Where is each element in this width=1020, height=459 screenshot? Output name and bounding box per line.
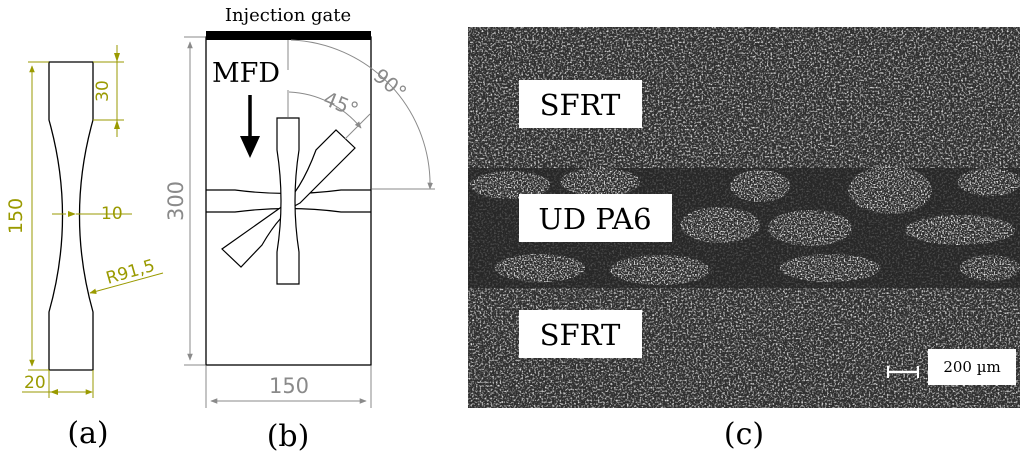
- plate-outline: [205, 36, 372, 366]
- layer-bottom-label: SFRT: [540, 318, 621, 352]
- caption-a: (a): [67, 416, 108, 451]
- mfd-label: MFD: [212, 58, 280, 89]
- panel-c: SFRT UD PA6 SFRT 200 µm (c): [468, 27, 1020, 452]
- layer-top-label: SFRT: [540, 88, 621, 122]
- dim-width-label: 10: [101, 204, 123, 224]
- fibre-bundles: [470, 166, 1020, 285]
- scale-label: 200 µm: [943, 358, 1000, 376]
- label-box-top: [519, 80, 642, 128]
- specimen-outline: [48, 61, 94, 371]
- caption-c: (c): [724, 417, 764, 452]
- dim-radius-label: R91,5: [104, 256, 157, 289]
- layer-mid-label: UD PA6: [538, 202, 651, 236]
- dim-radius-leader: [89, 272, 164, 295]
- injection-gate-bar: [206, 31, 371, 40]
- label-box-mid: [519, 194, 672, 242]
- dim-plate-width-label: 150: [269, 374, 309, 398]
- dim-height-label: 300: [164, 181, 188, 221]
- panel-a: 150 30 10 R91,5 20 (a): [5, 45, 164, 451]
- dim-grip-width-label: 20: [24, 373, 46, 393]
- label-box-bottom: [519, 310, 642, 358]
- caption-b: (b): [267, 419, 310, 454]
- scale-box: [928, 349, 1016, 385]
- gate-label: Injection gate: [225, 5, 351, 26]
- angle-90-label: 90°: [369, 63, 412, 104]
- angle-45-label: 45°: [320, 86, 362, 122]
- angle-arc-90: [290, 39, 433, 190]
- specimen-longitudinal: [276, 117, 300, 285]
- angle-arc-45: [288, 91, 362, 129]
- dim-length-label: 150: [5, 198, 27, 234]
- panel-b: Injection gate MFD 45° 90° 300 150 (b): [164, 5, 435, 454]
- dim-grip-label: 30: [93, 80, 113, 102]
